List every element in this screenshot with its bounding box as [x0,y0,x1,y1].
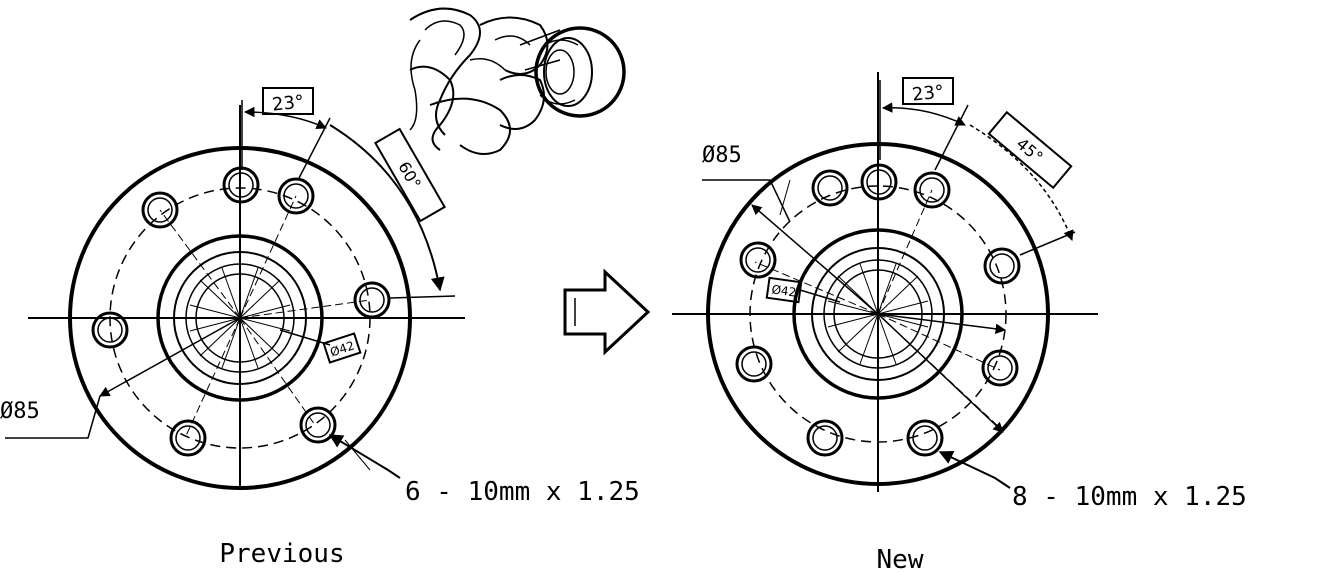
dim-ext-line [1019,231,1076,256]
left-dia85-label: Ø85 [0,399,40,424]
dia85-hatch [779,179,791,216]
previous-caption: Previous [219,539,344,569]
bolt-hole [981,349,1019,387]
bolt-holes [91,166,391,457]
angle-60-arc [329,124,445,292]
previous-flange [5,87,465,490]
left-bolt-spec: 6 - 10mm x 1.25 [405,477,640,507]
bolt-hole [806,419,844,457]
dia85-leader-tail [702,179,791,223]
left-angle-23-label: 23° [271,91,305,115]
angle-23-box [902,77,954,105]
crank-flange-end [534,26,626,118]
dia85-leader-tail [5,395,101,439]
angle-23-arc [243,106,327,129]
bolt-hole [739,241,777,279]
change-arrow-icon [563,268,651,356]
hub-leader [877,313,1007,335]
dia42-tag [765,276,803,304]
right-bolt-spec: 8 - 10mm x 1.25 [1012,482,1247,512]
bolt-hole [913,171,951,209]
bolt-spec-leader [328,434,401,479]
bolt-spec-leader-hatch [344,439,371,471]
bolt-hole [983,247,1021,285]
dia42-leader [799,289,841,303]
dia42-tag [322,332,362,364]
radial-dim-arrow [877,313,1004,433]
angle-45-box [987,110,1073,190]
new-caption: New [877,545,924,572]
bolt-hole [169,419,207,457]
dia85-leader [751,204,879,315]
bolt-spec-leader [938,451,1011,489]
bolt-hole [811,169,849,207]
right-angle-45-label: 45° [1013,134,1047,167]
bolt-hole [222,166,260,204]
bolt-hole [353,281,391,319]
angle-23-arc [881,102,966,126]
crankshaft-illustration [409,7,626,155]
bolt-spokes [159,195,371,439]
dia42-leader [279,329,331,346]
bolt-holes [735,163,1021,457]
dia85-leader [99,317,241,397]
right-dia42-label: Ø42 [771,282,797,299]
bolt-hole [277,177,315,215]
bolt-hole [860,163,898,201]
new-flange [672,72,1098,492]
bolt-hole [91,311,129,349]
angle-60-box [374,127,446,223]
bolt-hole [299,406,337,444]
bolt-hole [735,345,773,383]
right-angle-23-label: 23° [911,81,945,105]
bolt-hole [141,191,179,229]
bolt-hole [906,419,944,457]
dim-ext-line [389,295,456,299]
angle-23-box [262,87,314,115]
right-dia85-label: Ø85 [702,143,742,168]
